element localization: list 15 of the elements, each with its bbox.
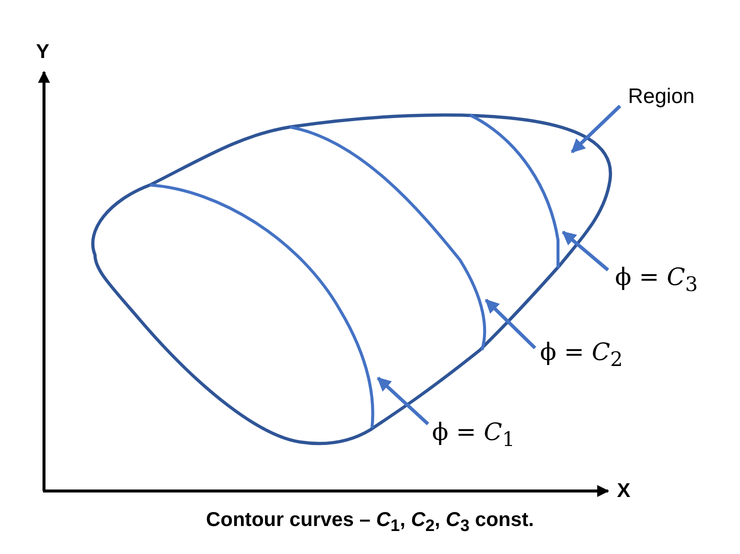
region-label: Region bbox=[628, 86, 695, 107]
equation-label: ϕ = C$_{1}$ bbox=[432, 420, 515, 449]
equation-label: ϕ = C$_{2}$ bbox=[540, 340, 623, 369]
contour-curve bbox=[290, 126, 486, 350]
axis-label: X bbox=[617, 481, 630, 501]
equation-label: ϕ = C$_{3}$ bbox=[615, 265, 698, 294]
region-outline bbox=[91, 113, 612, 446]
contour-curve bbox=[469, 114, 560, 268]
leader-arrow bbox=[484, 298, 536, 350]
leader-arrow bbox=[570, 104, 622, 154]
contour-curve bbox=[150, 184, 374, 428]
caption: Contour curves – C$_{1}$, C$_{2}$, C$_{3}$ const. bbox=[206, 509, 534, 531]
leader-arrow bbox=[562, 230, 610, 272]
axis-label: Y bbox=[36, 42, 50, 62]
leader-arrow bbox=[376, 376, 430, 426]
